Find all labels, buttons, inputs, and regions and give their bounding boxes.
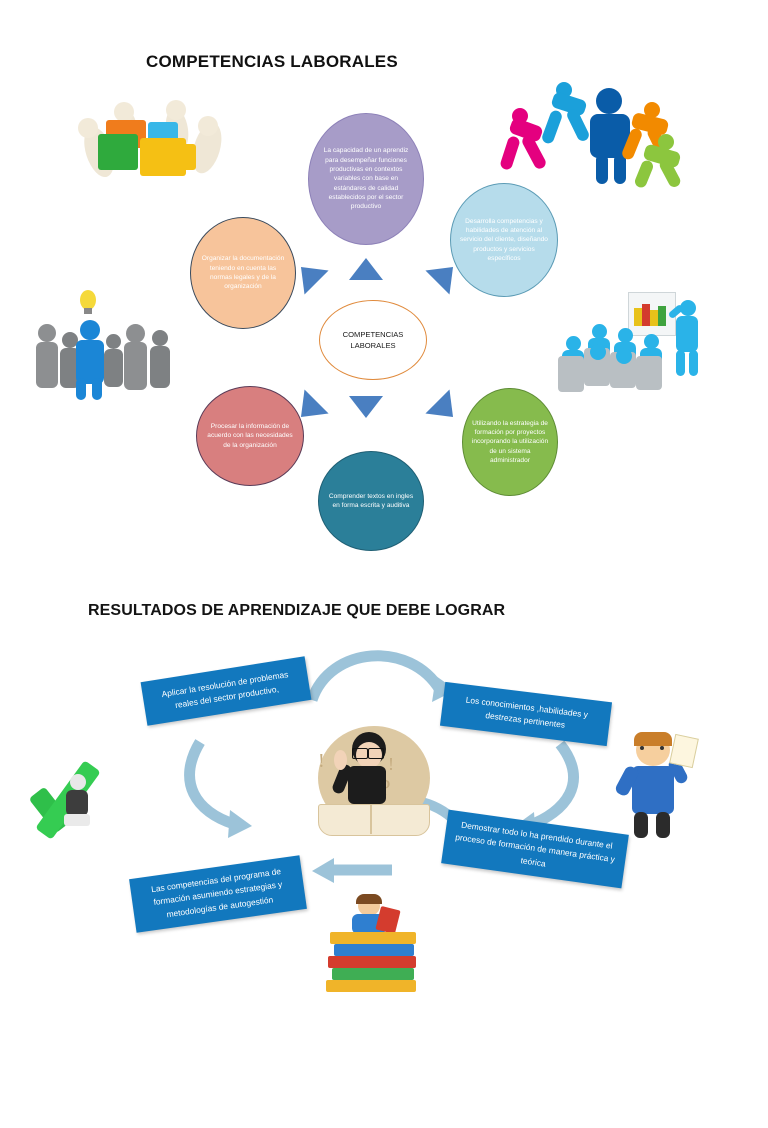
green-check-image — [28, 736, 162, 844]
bubble-formacion-proyectos: Utilizando la estrategia de formación po… — [462, 388, 558, 496]
arrow-down-icon — [349, 396, 383, 418]
competencies-center-node: COMPETENCIAS LABORALES — [319, 300, 427, 380]
arrow-up-left-icon — [289, 255, 337, 303]
banner-conocimientos-habilidades-text: Los conocimientos ,habilidades y destrez… — [465, 694, 589, 730]
running-people-image — [499, 74, 708, 192]
classroom-presentation-image — [556, 286, 708, 398]
section-title-resultados: RESULTADOS DE APRENDIZAJE QUE DEBE LOGRA… — [88, 602, 506, 619]
bubble-ingles: Comprender textos en ingles en forma esc… — [318, 451, 424, 551]
bubble-capacidad-text: La capacidad de un aprendiz para desempe… — [323, 147, 409, 211]
page-title: COMPETENCIAS LABORALES — [146, 52, 398, 71]
banner-competencias-programa-text: Las competencias del programa de formaci… — [150, 866, 283, 919]
student-reading-image: ! ? ! ? — [296, 724, 460, 850]
arrow-up-icon — [349, 258, 383, 280]
banner-competencias-programa: Las competencias del programa de formaci… — [129, 855, 307, 933]
bubble-formacion-proyectos-text: Utilizando la estrategia de formación po… — [471, 419, 549, 465]
bubble-servicio-cliente: Desarrolla competencias y habilidades de… — [450, 183, 558, 297]
leadership-idea-image — [34, 286, 204, 406]
bubble-capacidad: La capacidad de un aprendiz para desempe… — [308, 113, 424, 245]
bubble-documentacion-text: Organizar la documentación teniendo en c… — [201, 255, 285, 291]
bubble-servicio-cliente-text: Desarrolla competencias y habilidades de… — [460, 217, 548, 263]
teamwork-puzzle-image — [62, 88, 248, 214]
bubble-informacion-text: Procesar la información de acuerdo con l… — [207, 422, 293, 449]
arrow-down-right-icon — [417, 381, 465, 429]
student-with-note-image — [610, 730, 706, 850]
bubble-informacion: Procesar la información de acuerdo con l… — [196, 386, 304, 486]
bubble-documentacion: Organizar la documentación teniendo en c… — [190, 217, 296, 329]
banner-demostrar-aprendido: Demostrar todo lo ha prendido durante el… — [441, 809, 629, 889]
banner-conocimientos-habilidades: Los conocimientos ,habilidades y destrez… — [439, 681, 613, 747]
banner-resolucion-problemas-text: Aplicar la resolución de problemas reale… — [160, 669, 289, 711]
banner-demostrar-aprendido-text: Demostrar todo lo ha prendido durante el… — [454, 820, 616, 869]
competencies-center-label: COMPETENCIAS LABORALES — [342, 329, 404, 350]
stack-of-books-image — [322, 894, 426, 1000]
bubble-ingles-text: Comprender textos en ingles en forma esc… — [328, 492, 414, 509]
banner-resolucion-problemas: Aplicar la resolución de problemas reale… — [140, 656, 312, 726]
